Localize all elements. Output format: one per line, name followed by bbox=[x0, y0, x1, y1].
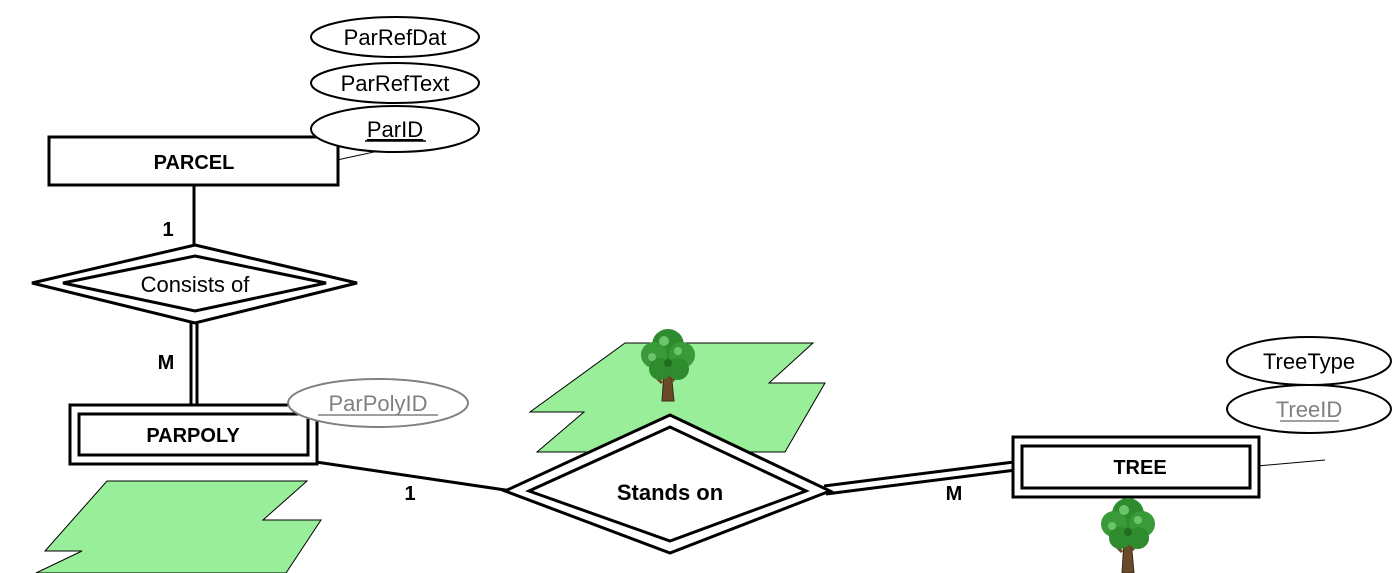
line-stands-tree-b bbox=[825, 468, 1017, 496]
line-parpoly-stands bbox=[315, 460, 513, 493]
attr-parid-label: ParID bbox=[367, 117, 423, 142]
attr-parreftext-label: ParRefText bbox=[341, 71, 450, 96]
card-parpoly-stands: 1 bbox=[404, 483, 415, 505]
attr-parid-ellipse bbox=[310, 105, 480, 153]
parcel-entity-box bbox=[47, 135, 340, 187]
card-parcel-consists: 1 bbox=[162, 219, 173, 241]
line-treeid-tree bbox=[1256, 459, 1326, 467]
consists-of-diamond-inner bbox=[62, 254, 327, 313]
stands-on-label: Stands on bbox=[617, 480, 723, 505]
parpoly-entity-inner bbox=[77, 412, 310, 457]
tree-entity-inner bbox=[1020, 444, 1252, 490]
attr-treeid-label: TreeID bbox=[1276, 397, 1342, 422]
parpoly-entity-label: PARPOLY bbox=[146, 425, 240, 447]
attr-parreftext-ellipse bbox=[310, 62, 480, 104]
card-stands-tree: M bbox=[946, 483, 963, 505]
attr-parpolyid-label: ParPolyID bbox=[328, 391, 427, 416]
parcel-entity-label: PARCEL bbox=[154, 152, 235, 174]
tree-entity-label: TREE bbox=[1113, 457, 1166, 479]
line-stands-tree-a bbox=[823, 460, 1015, 488]
tree-icon bbox=[1101, 498, 1155, 573]
stands-on-diamond-inner bbox=[524, 425, 810, 543]
attr-parrefdat-label: ParRefDat bbox=[344, 25, 447, 50]
consists-of-label: Consists of bbox=[141, 272, 251, 297]
attr-treeid-ellipse bbox=[1226, 384, 1392, 434]
attr-parrefdat-ellipse bbox=[310, 16, 480, 58]
parcel-polygon-shape bbox=[35, 480, 322, 573]
standing-polygon-shape bbox=[528, 342, 826, 453]
card-consists-parpoly: M bbox=[158, 352, 175, 374]
attr-treetype-label: TreeType bbox=[1263, 349, 1355, 374]
tree-icon-on-polygon bbox=[641, 329, 695, 402]
